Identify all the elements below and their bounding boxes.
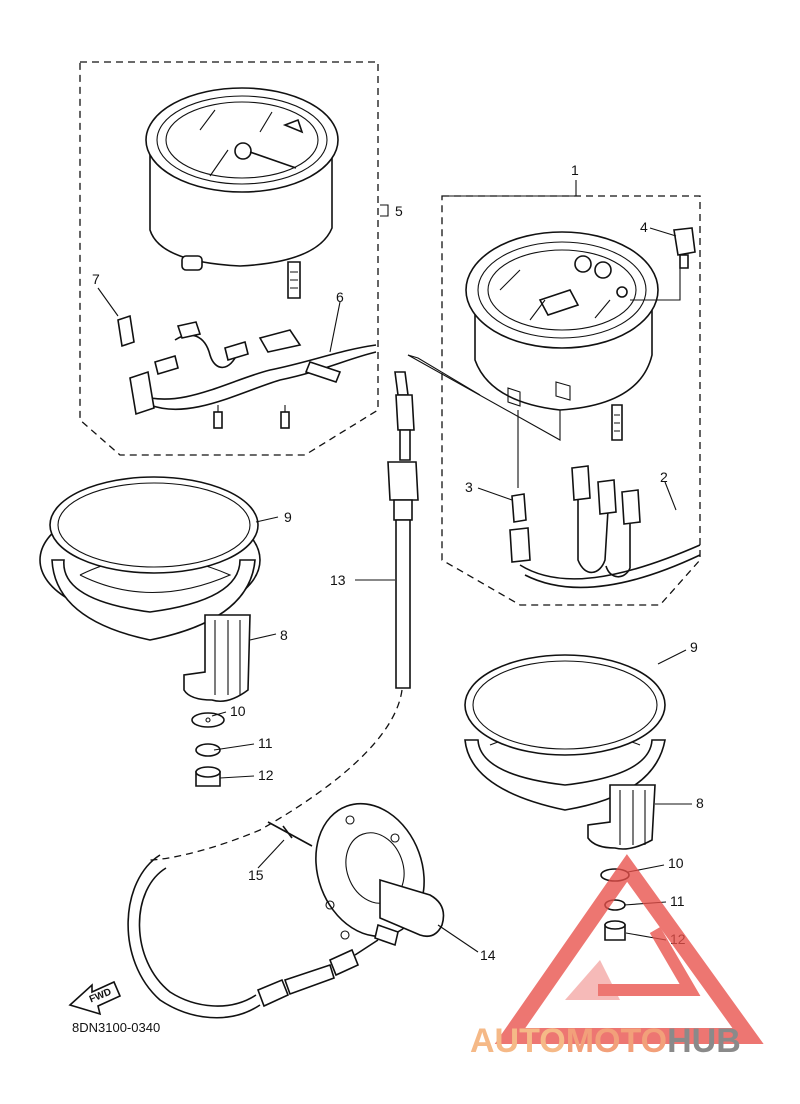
washer-10-left [191, 712, 225, 728]
callout-4: 4 [640, 219, 648, 235]
wire-harness-2 [509, 465, 701, 589]
callout-10: 10 [230, 703, 246, 719]
callout-8-right: 8 [696, 795, 704, 811]
watermark-text: AUTOMOTOHUB [470, 1022, 741, 1060]
speedometer-gear-unit-14 [315, 802, 445, 947]
bulb-guides [407, 354, 561, 488]
callout-14: 14 [480, 947, 496, 963]
nut-12-right [604, 920, 626, 941]
lower-cable [127, 854, 379, 1019]
logo-triangle-inner [598, 926, 701, 996]
fwd-arrow: FWD [68, 980, 122, 1016]
callout-7: 7 [92, 271, 100, 287]
tachometer-gauge [145, 87, 339, 299]
callout-11-right: 11 [670, 893, 685, 909]
watermark-auto: AUTO [470, 1022, 566, 1060]
logo-triangle-fill [565, 960, 620, 1000]
speedometer-gauge [465, 231, 659, 441]
callout-5: 5 [395, 203, 403, 219]
callout-9-right: 9 [690, 639, 698, 655]
callout-15: 15 [248, 867, 264, 883]
logo-triangle-outer [494, 854, 764, 1044]
callout-11: 11 [258, 735, 273, 751]
callout-9: 9 [284, 509, 292, 525]
bulb-7 [117, 314, 135, 348]
callout-2: 2 [660, 469, 668, 485]
diagram-code: 8DN3100-0340 [72, 1020, 160, 1035]
wire-harness-6 [129, 321, 377, 429]
callout-8: 8 [280, 627, 288, 643]
watermark-moto: MOTO [566, 1022, 667, 1060]
lock-washer-11-left [195, 743, 221, 757]
callout-3: 3 [465, 479, 473, 495]
pin-15 [267, 821, 313, 847]
callout-1: 1 [571, 162, 579, 178]
gasket-9-left [49, 476, 259, 574]
svg-text:AUTOMOTOHUB: AUTOMOTOHUB [470, 1022, 741, 1060]
callout-10-right: 10 [668, 855, 684, 871]
callout-6: 6 [336, 289, 344, 305]
assembly-box-1 [441, 195, 701, 606]
callout-13: 13 [330, 572, 346, 588]
nut-12-left [195, 766, 221, 787]
reset-knob-4 [630, 227, 696, 301]
watermark-logo [494, 854, 764, 1044]
gasket-9-right [464, 654, 666, 756]
watermark-hub: HUB [667, 1022, 741, 1060]
bulb-3 [511, 493, 527, 523]
callout-12: 12 [258, 767, 274, 783]
speedometer-cable-13 [149, 371, 419, 861]
